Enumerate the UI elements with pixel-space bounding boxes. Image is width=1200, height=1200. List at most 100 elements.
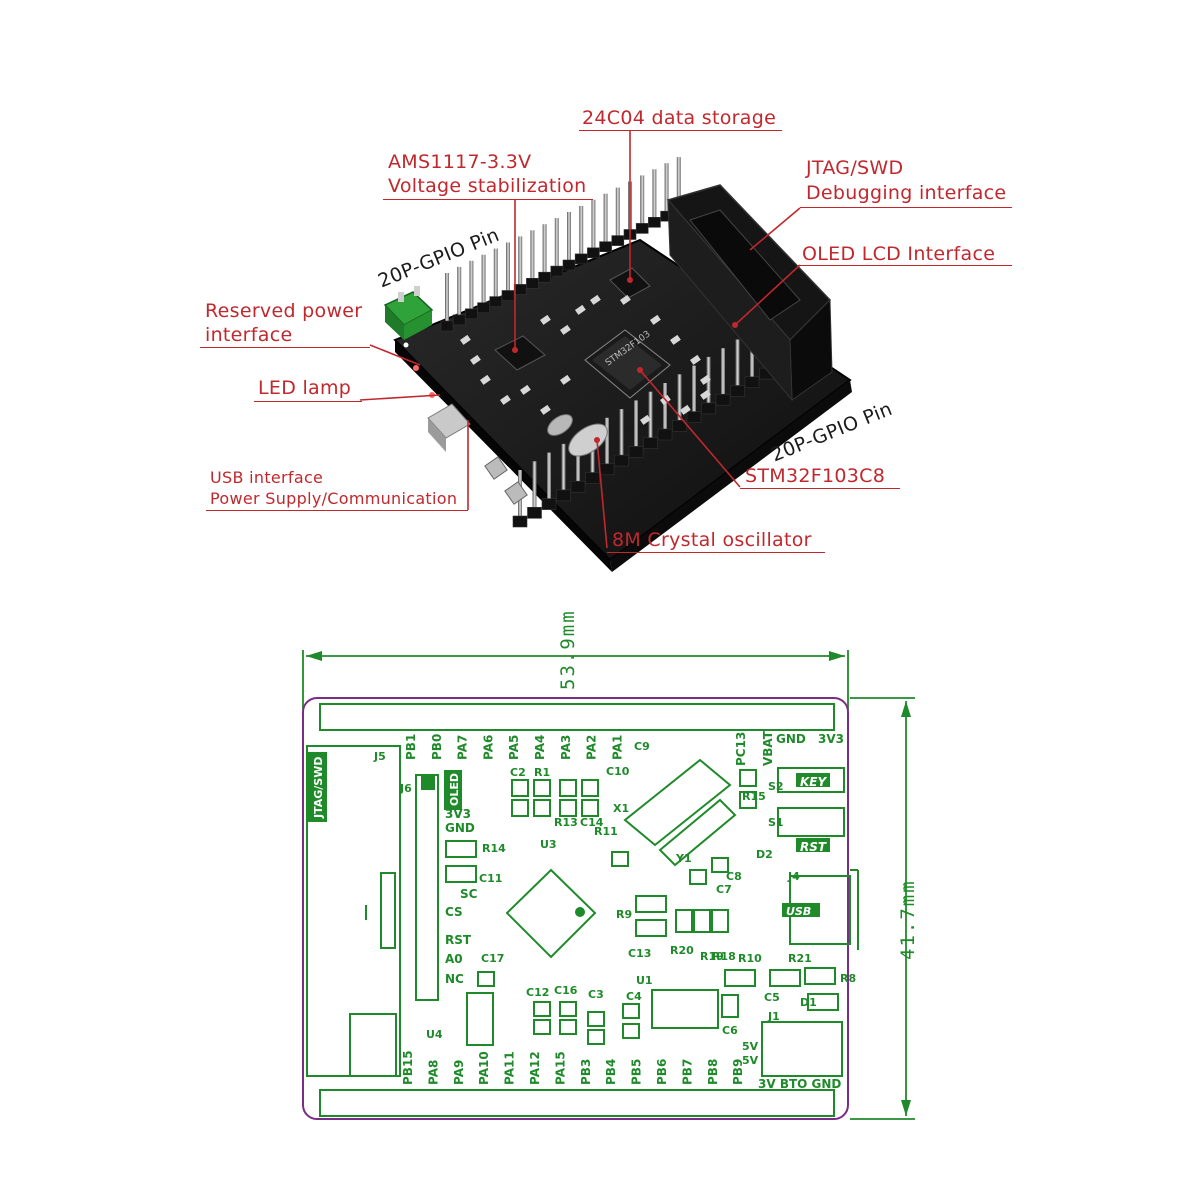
header-pin	[554, 218, 559, 273]
pad	[445, 865, 477, 883]
smd-part	[670, 334, 681, 345]
pin-label: PB3	[579, 1059, 593, 1085]
pad	[807, 993, 839, 1011]
key-tag: KEY	[800, 775, 827, 789]
ref-c11: C11	[479, 872, 502, 885]
ref-j1: J1	[767, 1010, 780, 1023]
header-pin	[561, 443, 566, 496]
ref-c16: C16	[554, 984, 578, 997]
header-pin	[481, 254, 486, 309]
header-pin	[532, 461, 537, 514]
rst-switch-footprint	[777, 807, 845, 837]
ref-y1: Y1	[675, 852, 692, 865]
callout-power-line1: Reserved power	[205, 300, 363, 322]
boot-jumper-footprint	[761, 1021, 843, 1077]
pin-label: 3V3	[818, 732, 844, 746]
smd-part	[540, 314, 551, 325]
oled-pin-label: RST	[445, 933, 472, 947]
header-pin	[506, 242, 510, 297]
pad	[511, 799, 529, 817]
ref-r21: R21	[788, 952, 812, 965]
pin-label: PA7	[456, 735, 470, 760]
header-pin	[469, 260, 474, 315]
header-pin	[547, 452, 551, 505]
pad	[581, 799, 599, 817]
header-pin	[591, 199, 596, 254]
smd-part	[700, 374, 711, 385]
ref-j4: J4	[787, 870, 800, 883]
ref-r18: R18	[712, 950, 736, 963]
callout-oled: OLED LCD Interface	[802, 243, 996, 265]
pad	[587, 1029, 605, 1045]
oled-pin-label: CS	[445, 905, 463, 919]
ref-c7: C7	[716, 883, 732, 896]
pad	[559, 779, 577, 797]
ref-r14: R14	[482, 842, 506, 855]
pin-label: PB4	[604, 1059, 618, 1085]
smd-part	[479, 374, 491, 385]
usb-connector	[427, 403, 471, 452]
pad	[675, 909, 693, 933]
ref-r19: R19	[700, 950, 724, 963]
underline-led	[254, 401, 362, 402]
dimension-height: 41.7mm	[897, 879, 919, 960]
header-pin	[518, 236, 523, 291]
header-pin	[721, 348, 725, 401]
pad	[724, 969, 756, 987]
pin-label: PC13	[734, 732, 748, 766]
smd-part	[650, 314, 661, 325]
pin-label: PA8	[426, 1060, 440, 1085]
ref-r11: R11	[594, 825, 618, 838]
callout-eeprom: 24C04 data storage	[582, 107, 777, 129]
pad	[581, 779, 599, 797]
dimension-width: 53.9mm	[557, 609, 579, 690]
ref-c2: C2	[510, 766, 526, 779]
header-pin	[750, 330, 754, 383]
header-pin	[579, 205, 584, 260]
ref-c17: C17	[481, 952, 504, 965]
pin-label: PA1	[610, 735, 624, 760]
smd-part	[500, 394, 511, 405]
crystal-footprint-x1	[623, 758, 732, 847]
header-pin	[615, 187, 620, 242]
pin-label: PB1	[404, 734, 418, 760]
five-v-label-1: 5V	[742, 1040, 759, 1053]
smd-part	[700, 389, 711, 400]
pad	[559, 799, 577, 817]
pin-label: PA4	[533, 735, 547, 760]
callout-usb-line1: USB interface	[210, 468, 324, 487]
header-pin	[692, 365, 696, 418]
smd-part	[470, 354, 481, 365]
smd-part	[575, 304, 586, 315]
ref-j6: J6	[399, 782, 412, 795]
pin-label: PB15	[401, 1050, 415, 1085]
callout-jtag-line2: Debugging interface	[806, 182, 1007, 204]
callout-ldo-line2: Voltage stabilization	[388, 175, 587, 197]
pad	[769, 969, 801, 987]
header-pin	[457, 266, 462, 321]
underline-oled	[798, 265, 1012, 266]
ref-u4: U4	[426, 1028, 443, 1041]
pin-label: PA12	[528, 1051, 542, 1085]
ref-u3: U3	[540, 838, 557, 851]
ref-s2: S2	[768, 780, 784, 793]
mcu-footprint	[505, 868, 597, 959]
pin-label: PA6	[481, 735, 495, 760]
header-pin	[640, 175, 645, 230]
callout-ldo-line1: AMS1117-3.3V	[388, 151, 532, 173]
ref-j5: J5	[373, 750, 386, 763]
pad	[511, 779, 529, 797]
pin-label: PB8	[706, 1059, 720, 1085]
smd-components	[459, 294, 711, 425]
header-pin	[530, 230, 535, 285]
pad	[559, 1001, 577, 1017]
pad	[559, 1019, 577, 1035]
oled-pin-label: NC	[445, 972, 464, 986]
header-pin	[493, 248, 498, 303]
smd-part	[620, 294, 631, 305]
